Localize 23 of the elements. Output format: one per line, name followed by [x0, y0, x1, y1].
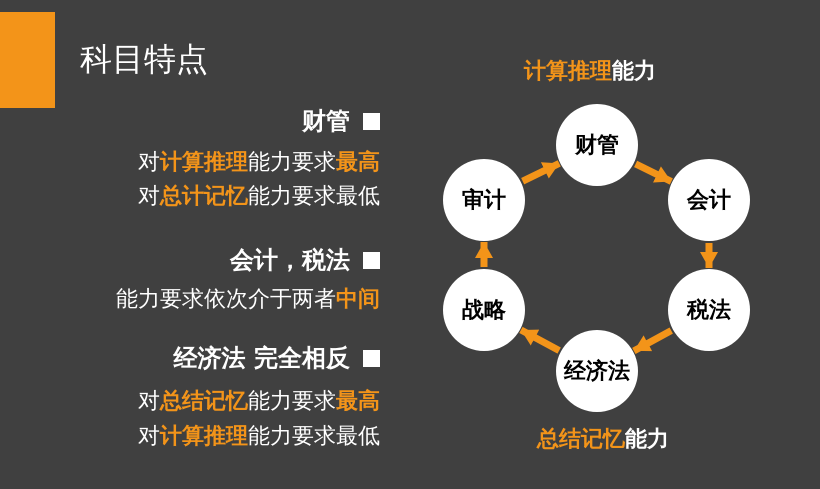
ability-heading: 总结记忆能力 [537, 426, 669, 454]
subject-name: 税法 [687, 297, 731, 325]
description-text: 对总计记忆能力要求最低 [138, 183, 380, 211]
arrow [634, 160, 673, 185]
arrow [475, 242, 493, 267]
description-text: 能力要求依次介于两者中间 [116, 286, 380, 314]
subject-name: 审计 [462, 186, 506, 215]
subject-name: 经济法 [564, 358, 630, 386]
slide-title: 科目特点 [80, 39, 208, 80]
description-text: 对计算推理能力要求最高 [138, 148, 380, 177]
ability-heading: 计算推理能力 [524, 58, 656, 86]
subject-name: 战略 [462, 297, 506, 325]
description-text: 对计算推理能力要求最低 [138, 423, 380, 451]
group-heading: 经济法 完全相反 [174, 343, 350, 374]
arrow [700, 243, 718, 268]
arrow [519, 326, 561, 354]
arrow [521, 160, 561, 184]
arrow [632, 328, 673, 354]
subject-name: 会计 [687, 187, 731, 215]
group-heading: 财管 [302, 106, 350, 137]
description-text: 对总结记忆能力要求最高 [138, 388, 380, 416]
subject-name: 财管 [575, 132, 619, 160]
group-heading: 会计，税法 [230, 245, 350, 276]
